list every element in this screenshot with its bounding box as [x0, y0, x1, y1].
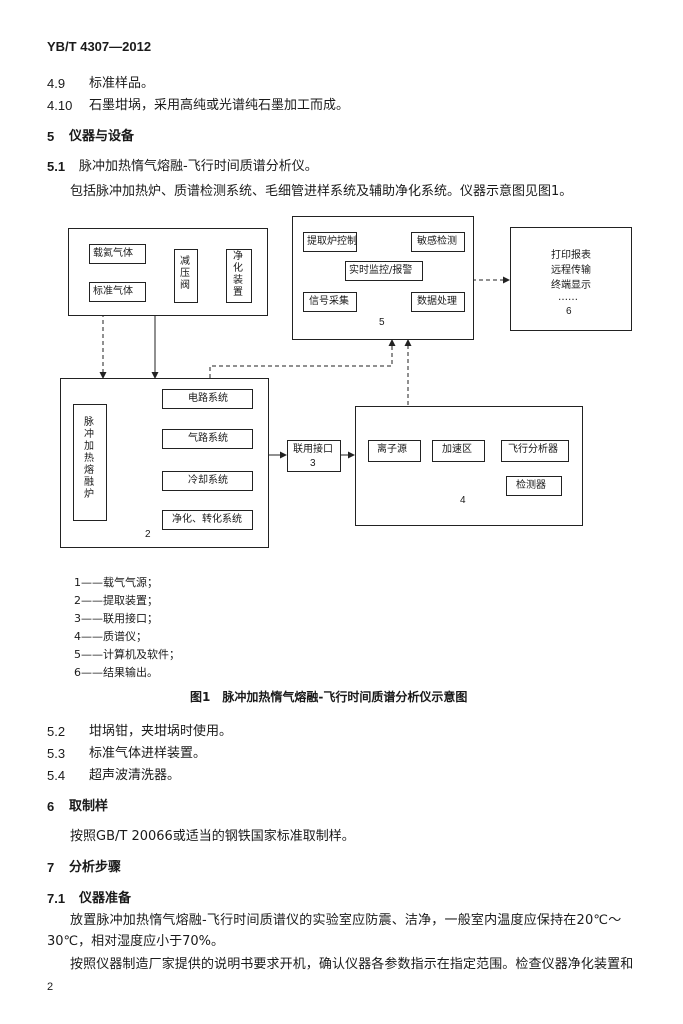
- section-title: 仪器与设备: [69, 129, 135, 144]
- box-number-3: 3: [310, 458, 316, 469]
- sensor-box: [411, 232, 465, 252]
- figure-caption: 图1 脉冲加热惰气熔融-飞行时间质谱分析仪示意图: [190, 690, 468, 704]
- cooling-system-box: [162, 471, 253, 491]
- legend-item: 6——结果输出。: [74, 666, 158, 679]
- section-text: 坩埚钳，夹坩埚时使用。: [89, 724, 233, 739]
- acceleration-zone-label: 加速区: [442, 444, 472, 455]
- monitor-alarm-label: 实时监控/报警: [349, 265, 413, 276]
- data-processing-label: 数据处理: [417, 296, 457, 307]
- paragraph: 30℃，相对湿度应小于70%。: [47, 934, 225, 949]
- output-line: ……: [558, 292, 578, 303]
- extraction-device-box: 脉冲加热熔融炉 电路系统 气路系统 冷却系统 净化、转化系统 2: [60, 378, 269, 548]
- section-number: 4.9: [47, 76, 66, 91]
- legend-item: 1——载气气源；: [74, 576, 158, 589]
- section-text: 标准样品。: [89, 76, 155, 91]
- output-line: 终端显示: [551, 280, 591, 291]
- result-output-box: 打印报表 远程传输 终端显示 …… 6: [510, 227, 632, 331]
- pressure-valve-label: 减压阀: [180, 256, 190, 291]
- box-number-2: 2: [145, 529, 151, 540]
- section-number: 7.1: [47, 891, 66, 906]
- circuit-system-label: 电路系统: [188, 393, 228, 404]
- purify-convert-system-label: 净化、转化系统: [172, 514, 242, 525]
- legend-item: 4——质谱仪；: [74, 630, 147, 643]
- paragraph: 放置脉冲加热惰气熔融-飞行时间质谱仪的实验室应防震、洁净，一般室内温度应保持在2…: [70, 913, 622, 928]
- cooling-system-label: 冷却系统: [188, 475, 228, 486]
- paragraph: 包括脉冲加热炉、质谱检测系统、毛细管进样系统及辅助净化系统。仪器示意图见图1。: [70, 184, 573, 199]
- section-title: 仪器准备: [79, 891, 132, 906]
- output-line: 打印报表: [551, 250, 591, 261]
- detector-box: [506, 476, 562, 496]
- mass-spectrometer-box: 离子源 加速区 飞行分析器 检测器 4: [355, 406, 583, 526]
- standard-gas-label: 标准气体: [93, 286, 133, 297]
- monitor-alarm-box: [345, 261, 423, 281]
- gas-system-box: [162, 429, 253, 449]
- data-processing-box: [411, 292, 465, 312]
- paragraph: 按照仪器制造厂家提供的说明书要求开机，确认仪器各参数指示在指定范围。检查仪器净化…: [70, 957, 634, 972]
- section-number: 5.4: [47, 768, 66, 783]
- ion-source-label: 离子源: [377, 444, 407, 455]
- detector-label: 检测器: [516, 480, 546, 491]
- gas-system-label: 气路系统: [188, 433, 228, 444]
- section-number: 5: [47, 129, 55, 144]
- signal-acquisition-label: 信号采集: [309, 296, 349, 307]
- box-number-6: 6: [566, 306, 572, 317]
- interface-label: 联用接口: [293, 444, 333, 455]
- pressure-valve-box: [174, 249, 198, 303]
- section-text: 超声波清洗器。: [89, 768, 181, 783]
- section-number: 5.2: [47, 724, 66, 739]
- arrow-control-dashed: [209, 339, 396, 378]
- legend-item: 2——提取装置；: [74, 594, 158, 607]
- section-number: 4.10: [47, 98, 73, 113]
- box-number-5: 5: [379, 317, 385, 328]
- section-text: 脉冲加热惰气熔融-飞行时间质谱分析仪。: [79, 159, 318, 174]
- section-title: 取制样: [69, 799, 109, 814]
- signal-acquisition-box: [303, 292, 357, 312]
- helium-gas-label: 载氦气体: [93, 248, 133, 259]
- furnace-box: [73, 404, 107, 521]
- section-text: 石墨坩埚，采用高纯或光谱纯石墨加工而成。: [89, 98, 350, 113]
- standard-code: YB/T 4307—2012: [47, 39, 152, 54]
- purify-convert-system-box: [162, 510, 253, 530]
- standard-gas-box: [89, 282, 146, 302]
- section-text: 标准气体进样装置。: [89, 746, 207, 761]
- helium-gas-box: [89, 244, 146, 264]
- furnace-control-box: [303, 232, 357, 252]
- tof-analyzer-label: 飞行分析器: [508, 444, 558, 455]
- section-number: 6: [47, 799, 55, 814]
- section-number: 5.3: [47, 746, 66, 761]
- computer-software-box: 提取炉控制 敏感检测 实时监控/报警 信号采集 数据处理 5: [292, 216, 474, 340]
- circuit-system-box: [162, 389, 253, 409]
- page-number: 2: [47, 981, 54, 993]
- section-number: 7: [47, 860, 55, 875]
- section-title: 分析步骤: [69, 860, 122, 875]
- purifier-label: 净化装置: [233, 251, 243, 298]
- box-number-4: 4: [460, 495, 466, 506]
- furnace-control-label: 提取炉控制: [307, 236, 357, 247]
- interface-box: 联用接口 3: [287, 440, 341, 472]
- legend-item: 3——联用接口；: [74, 612, 158, 625]
- output-line: 远程传输: [551, 265, 591, 276]
- ion-source-box: [368, 440, 421, 462]
- furnace-label: 脉冲加热熔融炉: [84, 417, 94, 500]
- paragraph: 按照GB/T 20066或适当的钢铁国家标准取制样。: [70, 829, 355, 844]
- purifier-box: [226, 249, 252, 303]
- legend-item: 5——计算机及软件；: [74, 648, 180, 661]
- acceleration-zone-box: [432, 440, 485, 462]
- sensor-label: 敏感检测: [417, 236, 457, 247]
- carrier-gas-source-box: 载氦气体 标准气体 减压阀 净化装置: [68, 228, 268, 316]
- tof-analyzer-box: [501, 440, 569, 462]
- section-number: 5.1: [47, 159, 66, 174]
